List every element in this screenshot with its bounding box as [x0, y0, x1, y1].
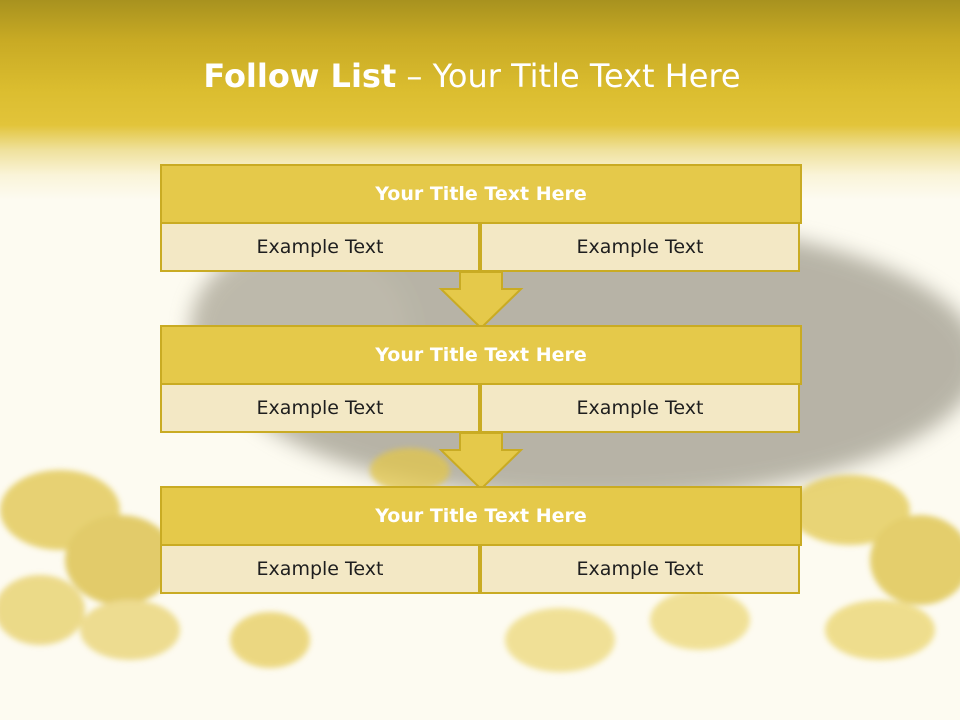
title-rest: – Your Title Text Here — [396, 57, 741, 95]
down-arrow-icon — [438, 432, 524, 491]
title-bold: Follow List — [203, 57, 397, 95]
slide-title: Follow List – Your Title Text Here — [0, 52, 944, 100]
block-title: Your Title Text Here — [160, 164, 802, 224]
block-cell-right: Example Text — [480, 222, 800, 272]
down-arrow-icon — [438, 271, 524, 330]
block-cell-right: Example Text — [480, 383, 800, 433]
block-cell-left: Example Text — [160, 383, 480, 433]
block-title: Your Title Text Here — [160, 486, 802, 546]
block-cell-left: Example Text — [160, 222, 480, 272]
block-cell-left: Example Text — [160, 544, 480, 594]
block-cell-right: Example Text — [480, 544, 800, 594]
block-title: Your Title Text Here — [160, 325, 802, 385]
